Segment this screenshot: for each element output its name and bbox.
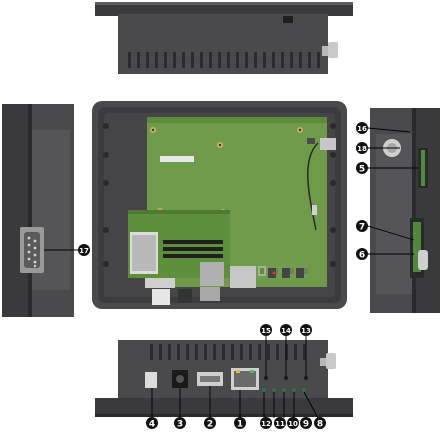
- callout-12-label: 12: [261, 420, 271, 428]
- callout-3: 3: [174, 417, 186, 430]
- top-side-view: [95, 2, 353, 74]
- callout-9-label: 9: [303, 420, 309, 430]
- callout-3-label: 3: [177, 420, 183, 430]
- callout-16-label: 16: [357, 125, 367, 133]
- callout-badges: 1 2 3 4 5 6 7 8 9 10 11 12 13 14 15 16 1…: [78, 122, 368, 430]
- callout-8-label: 8: [317, 420, 323, 430]
- callout-1-label: 1: [237, 420, 243, 430]
- callout-6: 6: [356, 248, 368, 261]
- callout-17-label: 17: [79, 247, 89, 255]
- callout-7: 7: [356, 220, 368, 233]
- callout-13-label: 13: [301, 327, 311, 335]
- callout-18: 18: [356, 142, 368, 154]
- callout-12: 12: [260, 417, 272, 429]
- callout-8: 8: [314, 417, 326, 430]
- callout-15: 15: [260, 324, 272, 336]
- callout-15-label: 15: [261, 327, 271, 335]
- open-top-view: [92, 101, 347, 309]
- callout-10: 10: [287, 417, 299, 429]
- callout-13: 13: [300, 324, 312, 336]
- callout-11-label: 11: [275, 420, 285, 428]
- right-side-view: [370, 108, 440, 313]
- callout-2-label: 2: [207, 420, 213, 430]
- callout-4: 4: [146, 417, 158, 430]
- callout-16: 16: [356, 122, 368, 134]
- callout-7-label: 7: [359, 223, 365, 233]
- callout-11: 11: [274, 417, 286, 429]
- callout-6-label: 6: [359, 251, 365, 261]
- callout-5: 5: [356, 162, 368, 175]
- front-side-view: [95, 340, 353, 417]
- left-side-view: [2, 104, 74, 317]
- callout-14-label: 14: [281, 327, 291, 335]
- callout-17: 17: [78, 244, 90, 256]
- callout-18-label: 18: [357, 145, 367, 153]
- callout-1: 1: [234, 417, 246, 430]
- leader-lines: [44, 127, 418, 419]
- callout-9: 9: [300, 417, 312, 430]
- serial-port: [20, 227, 44, 273]
- callout-2: 2: [204, 417, 216, 430]
- callout-14: 14: [280, 324, 292, 336]
- callout-5-label: 5: [359, 165, 365, 175]
- callout-4-label: 4: [149, 420, 155, 430]
- callout-10-label: 10: [288, 420, 298, 428]
